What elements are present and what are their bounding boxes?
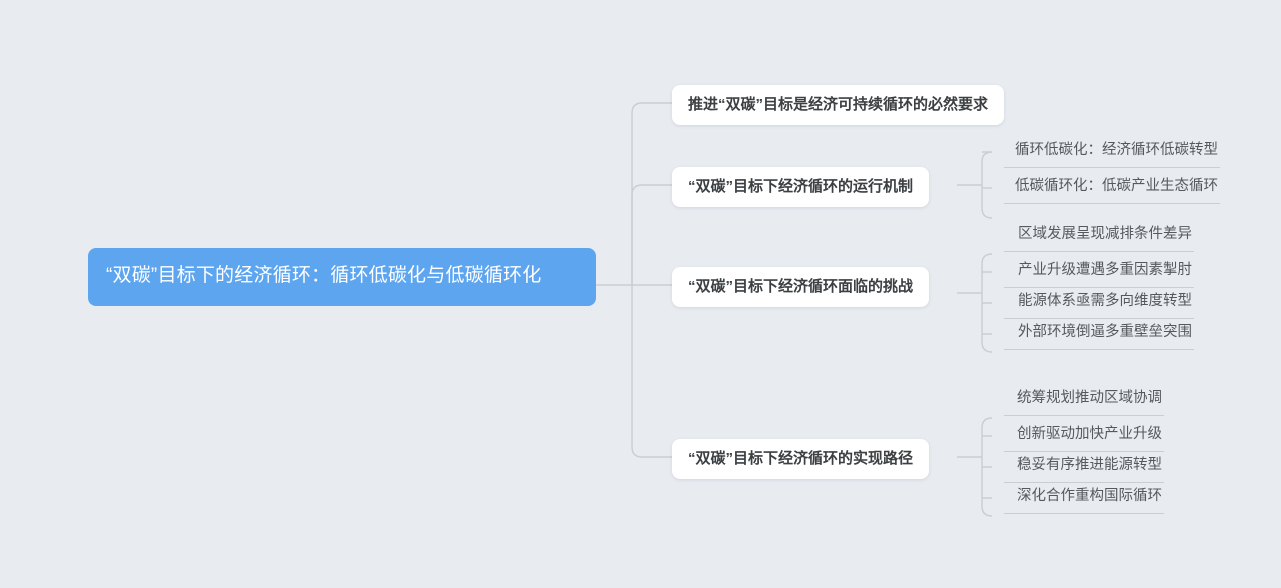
- leaf-node-b4-1[interactable]: 统筹规划推动区域协调: [1004, 388, 1164, 416]
- leaf-node-b4-3[interactable]: 稳妥有序推进能源转型: [1004, 455, 1164, 483]
- leaf-node-b2-1[interactable]: 循环低碳化：经济循环低碳转型: [1004, 140, 1220, 168]
- branch-node-3[interactable]: “双碳”目标下经济循环面临的挑战: [672, 267, 930, 307]
- root-node[interactable]: “双碳”目标下的经济循环：循环低碳化与低碳循环化: [88, 248, 596, 306]
- leaf-node-b3-2[interactable]: 产业升级遭遇多重因素掣肘: [1004, 260, 1194, 288]
- edge-branch-2: [631, 184, 672, 285]
- branch-node-1[interactable]: 推进“双碳”目标是经济可持续循环的必然要求: [672, 85, 1005, 125]
- edge-b4-trunk: [981, 417, 993, 517]
- leaf-node-b3-3[interactable]: 能源体系亟需多向维度转型: [1004, 291, 1194, 319]
- leaf-node-b3-4[interactable]: 外部环境倒逼多重壁垒突围: [1004, 322, 1194, 350]
- edge-b3-trunk: [981, 253, 993, 353]
- leaf-node-b3-1[interactable]: 区域发展呈现减排条件差异: [1004, 224, 1194, 252]
- leaf-node-b4-4[interactable]: 深化合作重构国际循环: [1004, 486, 1164, 514]
- edge-branch-4: [631, 285, 672, 458]
- branch-node-2[interactable]: “双碳”目标下经济循环的运行机制: [672, 167, 930, 207]
- edge-branch-1: [631, 102, 672, 285]
- leaf-node-b2-2[interactable]: 低碳循环化：低碳产业生态循环: [1004, 176, 1220, 204]
- edge-b2-trunk: [981, 151, 993, 219]
- branch-node-4[interactable]: “双碳”目标下经济循环的实现路径: [672, 439, 930, 479]
- leaf-node-b4-2[interactable]: 创新驱动加快产业升级: [1004, 424, 1164, 452]
